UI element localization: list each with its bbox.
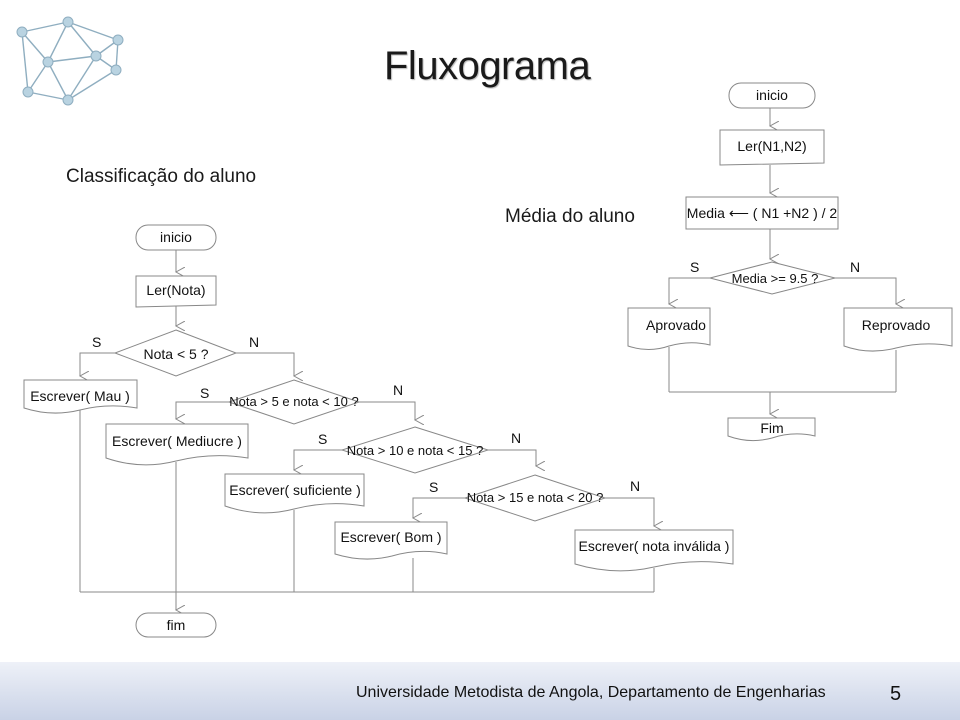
output-reprovado: Reprovado bbox=[843, 307, 953, 352]
no-label-2: N bbox=[393, 382, 403, 398]
decision-nota-15-20-label: Nota > 15 e nota < 20 ? bbox=[467, 490, 604, 505]
network-graph-icon bbox=[16, 16, 124, 106]
right-input-block: Ler(N1,N2) bbox=[719, 129, 825, 166]
no-label-1: N bbox=[249, 334, 259, 350]
right-input-label: Ler(N1,N2) bbox=[737, 138, 806, 154]
output-mediucre-label: Escrever( Mediucre ) bbox=[112, 433, 242, 449]
yes-label-4: S bbox=[429, 479, 438, 495]
left-end-label: fim bbox=[167, 617, 186, 633]
left-end-terminal: fim bbox=[135, 612, 217, 638]
output-bom: Escrever( Bom ) bbox=[334, 521, 448, 560]
flowchart-canvas: inicio Ler(Nota) Nota < 5 ? S N Escrever… bbox=[23, 82, 953, 638]
page-number: 5 bbox=[890, 683, 902, 705]
decision-nota-10-15: Nota > 10 e nota < 15 ? bbox=[340, 426, 490, 474]
output-bom-label: Escrever( Bom ) bbox=[340, 529, 441, 545]
right-end-block: Fim bbox=[727, 417, 816, 442]
output-mediucre: Escrever( Mediucre ) bbox=[105, 423, 249, 466]
right-end-label: Fim bbox=[760, 420, 783, 436]
left-input-block: Ler(Nota) bbox=[135, 275, 217, 308]
no-label-3: N bbox=[511, 430, 521, 446]
decision-nota-lt-5-label: Nota < 5 ? bbox=[144, 346, 209, 362]
decision-nota-10-15-label: Nota > 10 e nota < 15 ? bbox=[347, 443, 484, 458]
output-suficiente: Escrever( suficiente ) bbox=[224, 473, 365, 514]
output-aprovado: Aprovado bbox=[627, 307, 711, 350]
left-start-label: inicio bbox=[160, 229, 192, 245]
output-suficiente-label: Escrever( suficiente ) bbox=[229, 482, 360, 498]
decision-media-label: Media >= 9.5 ? bbox=[732, 271, 819, 286]
yes-label-2: S bbox=[200, 385, 209, 401]
right-start-terminal: inicio bbox=[728, 82, 816, 109]
footer-band bbox=[0, 662, 960, 720]
output-aprovado-label: Aprovado bbox=[646, 317, 706, 333]
no-label-4: N bbox=[630, 478, 640, 494]
no-label-right: N bbox=[850, 259, 860, 275]
decision-nota-5-10: Nota > 5 e nota < 10 ? bbox=[227, 379, 361, 425]
right-flowchart-heading: Média do aluno bbox=[505, 206, 635, 227]
output-nota-invalida: Escrever( nota inválida ) bbox=[574, 529, 734, 572]
left-input-label: Ler(Nota) bbox=[146, 282, 205, 298]
right-start-label: inicio bbox=[756, 87, 788, 103]
output-mau-label: Escrever( Mau ) bbox=[30, 388, 130, 404]
decision-nota-5-10-label: Nota > 5 e nota < 10 ? bbox=[229, 394, 358, 409]
yes-label-1: S bbox=[92, 334, 101, 350]
decision-nota-15-20: Nota > 15 e nota < 20 ? bbox=[463, 474, 607, 522]
process-media: Media ⟵ ( N1 +N2 ) / 2 bbox=[685, 196, 839, 230]
yes-label-right: S bbox=[690, 259, 699, 275]
left-flowchart-heading: Classificação do aluno bbox=[66, 166, 257, 187]
decision-nota-lt-5: Nota < 5 ? bbox=[113, 329, 238, 377]
left-start-terminal: inicio bbox=[135, 224, 217, 251]
process-media-label: Media ⟵ ( N1 +N2 ) / 2 bbox=[687, 205, 838, 221]
output-mau: Escrever( Mau ) bbox=[23, 379, 138, 414]
page-title: Fluxograma bbox=[384, 44, 591, 88]
yes-label-3: S bbox=[318, 431, 327, 447]
decision-media-gte-9-5: Media >= 9.5 ? bbox=[709, 261, 836, 295]
output-nota-invalida-label: Escrever( nota inválida ) bbox=[579, 538, 730, 554]
output-reprovado-label: Reprovado bbox=[862, 317, 931, 333]
flowchart-connectors bbox=[80, 108, 896, 610]
footer-institution: Universidade Metodista de Angola, Depart… bbox=[356, 684, 826, 701]
